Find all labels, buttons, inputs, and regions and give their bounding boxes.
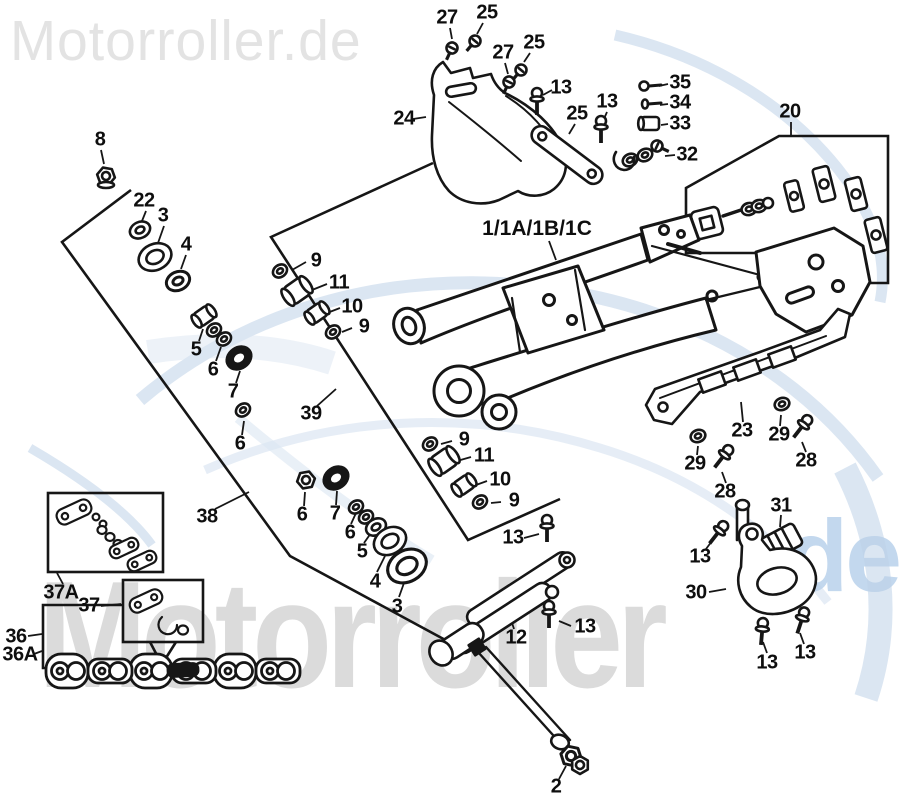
part-28-bolt <box>708 440 738 473</box>
part-37A-link-kit <box>55 498 158 573</box>
part-13-bolt-6 <box>539 513 555 544</box>
part-25-screw <box>461 31 485 56</box>
part-6-washer-3 <box>232 399 254 421</box>
watermark-top-left: Motorroller.de <box>10 9 362 73</box>
part-37-master-link <box>128 588 190 636</box>
part-13-bolt-7 <box>541 599 557 630</box>
part-30-chain-guide <box>734 498 818 616</box>
part-13-bolt-2 <box>593 114 609 145</box>
part-9-washer-3 <box>419 433 441 455</box>
box-37A <box>46 491 165 574</box>
part-2-pivot-shaft <box>467 637 593 778</box>
part-9-washer <box>269 260 291 282</box>
part-32-clamp <box>612 137 673 172</box>
part-3-bearing <box>132 236 178 278</box>
leader-lines <box>27 22 807 780</box>
part-9-washer-2 <box>322 321 344 343</box>
box-39 <box>269 161 561 542</box>
part-34-screw <box>640 98 663 110</box>
part-13-bolt-4 <box>753 616 772 647</box>
part-8-nut <box>94 165 118 190</box>
part-22-washer <box>125 217 155 243</box>
part-33-bushing <box>636 115 661 132</box>
part-25-bracket <box>530 124 604 186</box>
part-23-chain-slider <box>644 307 852 426</box>
part-28-bolt-2 <box>787 410 817 443</box>
box-38 <box>60 188 463 651</box>
box-37 <box>121 578 205 644</box>
watermark-bottom: Motorroller <box>38 550 668 720</box>
part-27-screw <box>440 39 461 64</box>
part-29-washer-2 <box>771 394 793 414</box>
part-29-washer <box>687 426 709 446</box>
assembly-label: 1/1A/1B/1C <box>482 217 592 240</box>
part-36-chain <box>44 652 302 690</box>
part-24-chain-guard <box>430 60 568 205</box>
part-4-seal <box>161 266 195 296</box>
part-10-sleeve-2 <box>448 470 480 500</box>
part-12-bracket <box>428 550 576 667</box>
part-13-bolt-3 <box>703 516 733 549</box>
part-1-swingarm <box>392 213 872 431</box>
part-35-screw <box>638 80 663 92</box>
part-9-washer-4 <box>469 491 491 513</box>
